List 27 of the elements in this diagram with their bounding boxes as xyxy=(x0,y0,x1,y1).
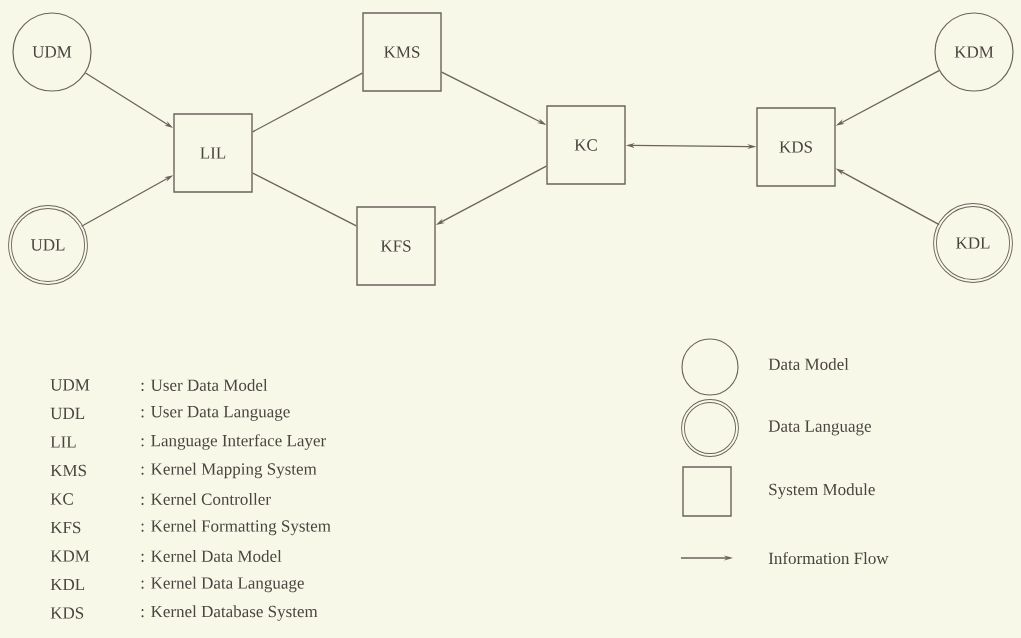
definition-text: : Kernel Database System xyxy=(141,605,318,621)
abbreviation: KFS xyxy=(50,521,81,534)
definition-text: : Kernel Data Model xyxy=(141,550,282,562)
abbreviation: KDS xyxy=(50,607,84,619)
definition-text: : Kernel Mapping System xyxy=(141,462,317,479)
definition-text: : Kernel Controller xyxy=(141,493,271,505)
abbreviation: KDL xyxy=(50,578,85,591)
abbreviation: UDL xyxy=(50,407,85,420)
module-box: KMS xyxy=(362,12,442,92)
definition-text: : User Data Model xyxy=(141,379,268,391)
abbreviation: KC xyxy=(50,493,73,505)
legend-text: Information Flow xyxy=(768,551,889,565)
definition-text: : User Data Language xyxy=(141,406,290,421)
legend-text: Data Language xyxy=(768,420,871,436)
module-box: LIL xyxy=(173,113,253,193)
abbreviation: KMS xyxy=(50,464,86,477)
module-box: KC xyxy=(546,105,626,185)
module-box: KFS xyxy=(356,206,436,286)
definition-text: : Kernel Data Language xyxy=(141,576,304,593)
abbreviation: KDM xyxy=(50,550,90,562)
abbreviation: UDM xyxy=(50,379,90,391)
abbreviation: LIL xyxy=(50,436,76,448)
legend-text: Data Model xyxy=(768,358,849,370)
definition-text: : Kernel Formatting System xyxy=(141,519,331,536)
module-box: KDS xyxy=(756,107,836,187)
legend-text: System Module xyxy=(769,483,875,499)
definition-text: : Language Interface Layer xyxy=(141,434,326,450)
